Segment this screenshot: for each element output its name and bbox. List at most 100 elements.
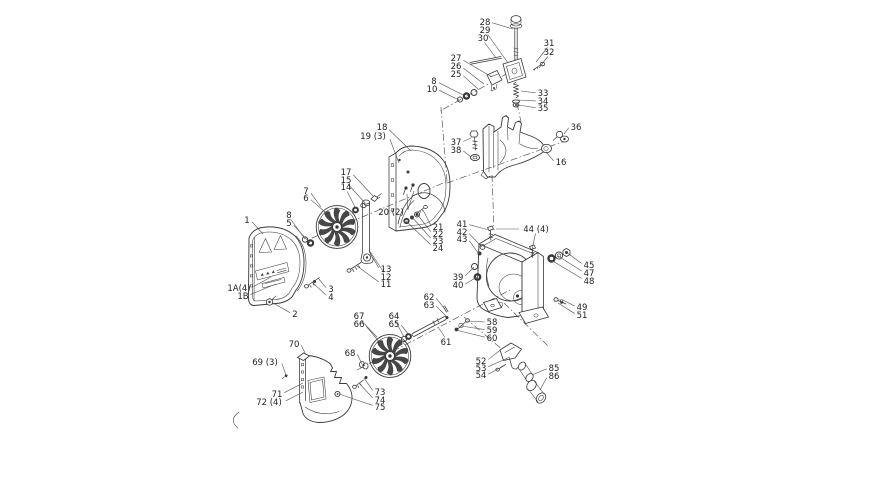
leader-line (389, 129, 412, 152)
leader-line (466, 320, 485, 323)
leader-line (301, 345, 307, 356)
part-label-38: 38 (451, 146, 462, 156)
leader-line (310, 192, 322, 208)
part-label-2: 2 (292, 310, 297, 320)
part-label-59: 59 (487, 326, 498, 336)
screw-3-4 (304, 277, 320, 289)
leader-line (465, 276, 478, 285)
part-label-7: 7 (303, 187, 308, 197)
leader-line (538, 56, 549, 69)
part-label-51: 51 (577, 311, 588, 321)
axle-assembly (358, 305, 449, 370)
part-label-53: 53 (476, 364, 487, 374)
clip-27 (486, 69, 503, 92)
leader-line (389, 139, 400, 164)
part-label-8: 8 (286, 211, 291, 221)
leader-line (356, 265, 379, 283)
part-label-1: 1 (244, 216, 249, 226)
leader-line (463, 150, 472, 158)
part-label-31: 31 (544, 39, 555, 49)
leader-line (463, 67, 485, 85)
part-label-1B: 1B (237, 292, 248, 302)
leader-line (465, 266, 475, 277)
washer-24 (403, 217, 410, 225)
part-label-12: 12 (381, 273, 392, 283)
part-label-11: 11 (381, 280, 392, 290)
part-label-4: 4 (328, 293, 333, 303)
leader-line (455, 329, 485, 338)
part-label-47: 47 (584, 269, 595, 279)
leader-line (405, 220, 431, 245)
washer-40 (473, 273, 482, 281)
part-label-54: 54 (476, 371, 487, 381)
part-label-35: 35 (538, 104, 549, 114)
leader-line (285, 391, 304, 402)
part-label-45: 45 (584, 261, 595, 271)
part-label-8: 8 (431, 77, 436, 87)
part-label-14: 14 (341, 183, 352, 193)
part-label-724: 72 (4) (256, 398, 282, 408)
leader-lines (250, 22, 582, 406)
screw-31-32 (532, 61, 546, 71)
leader-line (293, 225, 311, 244)
washer-38 (470, 154, 480, 161)
part-label-70: 70 (289, 340, 300, 350)
shaft-61 (411, 316, 447, 337)
part-label-40: 40 (453, 281, 464, 291)
leader-line (310, 199, 326, 213)
part-label-202: 20 (2) (378, 208, 404, 218)
leader-line (284, 382, 304, 393)
part-label-60: 60 (487, 334, 498, 344)
bolt-28 (509, 15, 523, 61)
leader-line (357, 354, 363, 365)
part-label-48: 48 (584, 277, 595, 287)
leader-line (338, 393, 373, 406)
hook-53 (509, 358, 520, 370)
part-label-29: 29 (480, 26, 491, 36)
leader-line (469, 233, 483, 248)
leader-line (346, 191, 357, 210)
part-label-64: 64 (389, 312, 400, 322)
leader-line (550, 259, 582, 279)
leader-line (463, 60, 493, 78)
part-label-18: 18 (377, 123, 388, 133)
leader-line (436, 298, 445, 309)
filter-assembly (495, 342, 547, 404)
warning-label-1a (255, 262, 290, 281)
part-label-13: 13 (381, 265, 392, 275)
leader-line (251, 221, 264, 235)
leader-line (560, 298, 575, 307)
part-label-16: 16 (556, 158, 567, 168)
pin-62 (442, 305, 449, 313)
part-label-5: 5 (286, 219, 291, 229)
leader-line (488, 356, 511, 367)
leader-line (484, 42, 497, 59)
part-label-75: 75 (375, 403, 386, 413)
leader-line (565, 251, 582, 264)
leader-line (411, 216, 431, 239)
leader-line (488, 347, 504, 360)
screw-54 (495, 364, 506, 372)
nut-68 (358, 361, 369, 370)
leader-line (460, 325, 485, 330)
part-label-68: 68 (345, 349, 356, 359)
leader-line (281, 363, 287, 376)
top-bolt-assembly (456, 15, 546, 108)
leader-line (469, 224, 490, 231)
part-label-21: 21 (433, 223, 444, 233)
leader-line (368, 249, 385, 273)
leader-line (438, 82, 464, 96)
part-label-86: 86 (549, 372, 560, 382)
leader-line (531, 233, 536, 250)
washer-42 (479, 244, 486, 250)
leader-line (401, 325, 410, 336)
knob-36 (552, 130, 569, 143)
part-label-58: 58 (487, 318, 498, 328)
part-label-66: 66 (354, 320, 365, 330)
part-label-23: 23 (433, 237, 444, 247)
upper-wheel (315, 205, 359, 249)
part-label-25: 25 (451, 70, 462, 80)
leader-line (517, 99, 536, 102)
